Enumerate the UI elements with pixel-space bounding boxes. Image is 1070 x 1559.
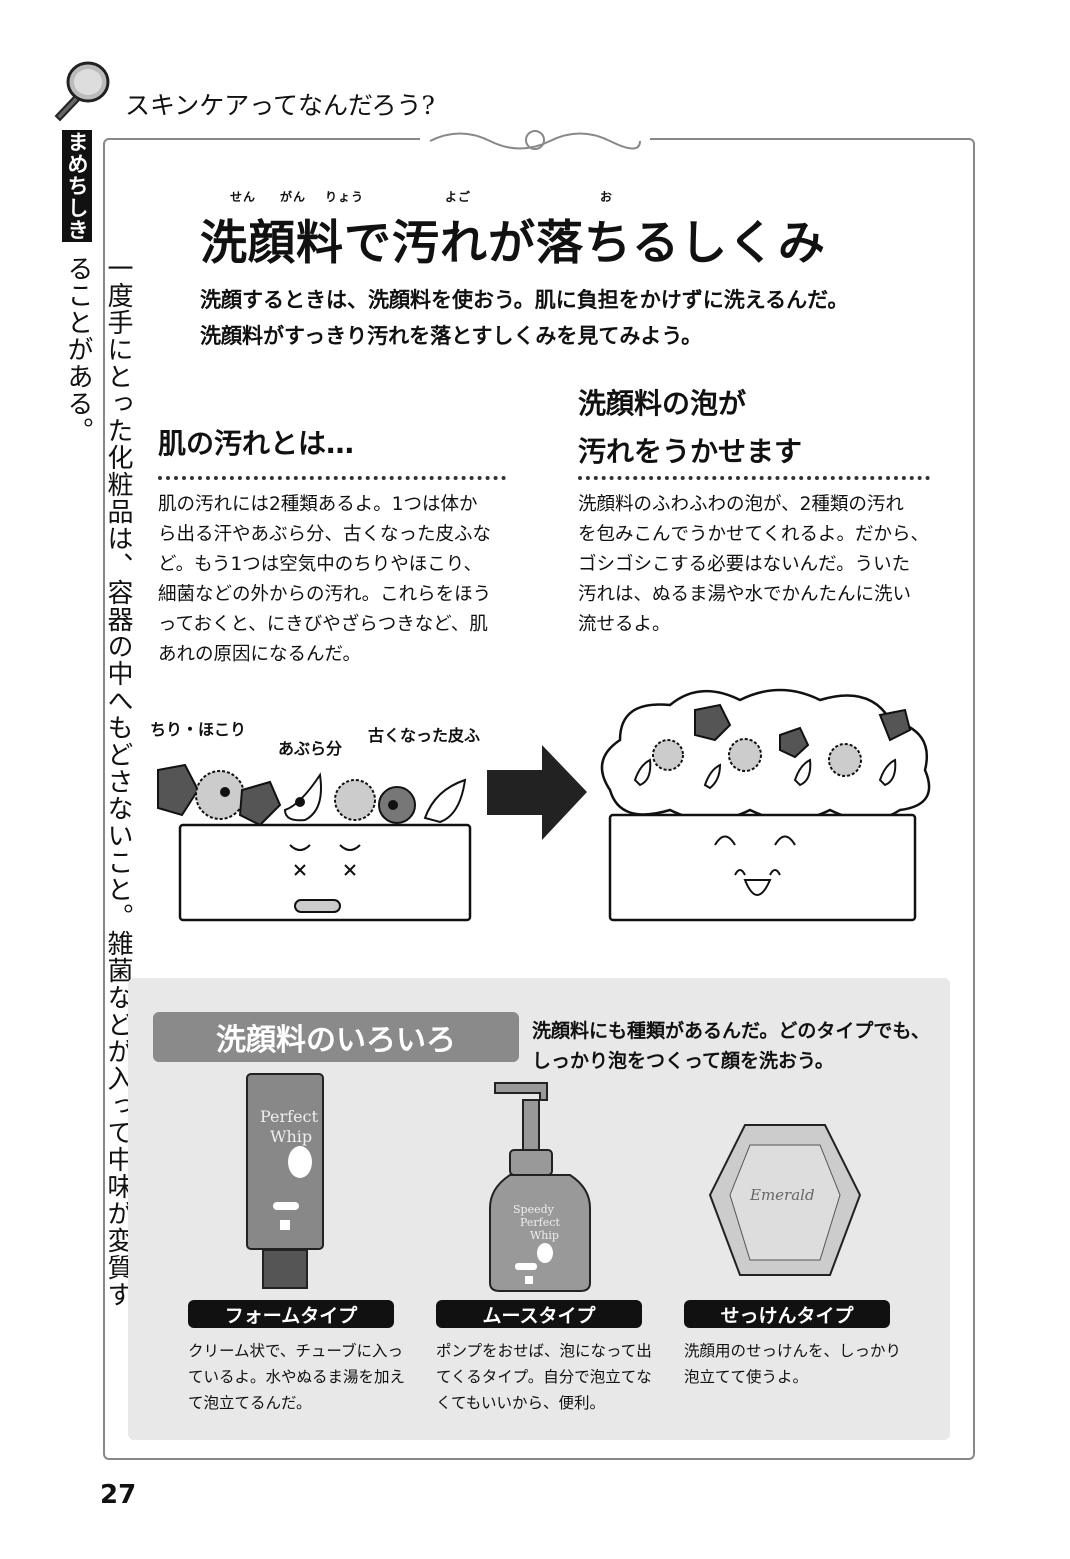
page-title: せん がん りょう よご お 洗顔料で汚れが落ちるしくみ: [200, 188, 826, 273]
label-dust: ちり・ほこり: [150, 720, 247, 739]
body-line: あれの原因になるんだ。: [158, 644, 361, 665]
left-heading: 肌の汚れとは…: [158, 427, 355, 460]
dirty-skin-illustration: [157, 763, 472, 922]
arrow-right-icon: [487, 745, 587, 840]
soap-type-desc: 洗顔用のせっけんを、しっかり泡立てて使うよ。: [684, 1342, 902, 1386]
frame-ornament-icon: [420, 126, 650, 156]
mousse-type-desc: ポンプをおせば、泡になって出てくるタイプ。自分で泡立てなくてもいいから、便利。: [436, 1342, 652, 1412]
soap-type-label: せっけんタイプ: [684, 1300, 890, 1328]
intro-line: 洗顔料がすっきり汚れを落とすしくみを見てみよう。: [200, 324, 703, 348]
foam-tube-illustration: Perfect Whip: [246, 1073, 324, 1289]
clean-skin-illustration: [600, 688, 931, 922]
left-body: 肌の汚れには2種類あるよ。1つは体か ら出る汗やあぶら分、古くなった皮ふな ど。…: [158, 490, 491, 670]
svg-text:Whip: Whip: [530, 1229, 559, 1242]
body-line: ら出る汗やあぶら分、古くなった皮ふな: [158, 524, 492, 545]
svg-text:Whip: Whip: [270, 1127, 312, 1146]
soap-bar-illustration: Emerald: [708, 1124, 862, 1276]
hand-mirror-icon: [54, 61, 110, 122]
right-body: 洗顔料のふわふわの泡が、2種類の汚れ を包みこんでうかせてくれるよ。だから、 ゴ…: [578, 490, 929, 640]
body-line: 細菌などの外からの汚れ。これらをほう: [158, 584, 492, 605]
body-line: 肌の汚れには2種類あるよ。1つは体か: [158, 494, 478, 515]
body-line: 洗顔料のふわふわの泡が、2種類の汚れ: [578, 494, 904, 515]
page-title-text: 洗顔料で汚れが落ちるしくみ: [200, 216, 826, 271]
title-ruby: りょう: [325, 190, 365, 204]
divider: [158, 476, 506, 480]
body-line: ゴシゴシこする必要はないんだ。ういた: [578, 554, 911, 575]
svg-text:Speedy: Speedy: [513, 1203, 555, 1216]
section-title: スキンケアってなんだろう?: [125, 91, 435, 120]
panel-intro: 洗顔料にも種類があるんだ。どのタイプでも、 しっかり泡をつくって顔を洗おう。: [532, 1016, 930, 1076]
title-ruby: お: [600, 190, 614, 204]
mousse-type-label: ムースタイプ: [436, 1300, 642, 1328]
intro: 洗顔するときは、洗顔料を使おう。肌に負担をかけずに洗えるんだ。 洗顔料がすっきり…: [200, 282, 848, 354]
foam-type-desc: クリーム状で、チューブに入っているよ。水やぬるま湯を加えて泡立てるんだ。: [188, 1342, 406, 1412]
intro-line: しっかり泡をつくって顔を洗おう。: [532, 1050, 834, 1072]
body-line: を包みこんでうかせてくれるよ。だから、: [578, 524, 929, 545]
body-line: ど。もう1つは空気中のちりやほこり、: [158, 554, 483, 575]
heading-line: 洗顔料の泡が: [578, 387, 747, 420]
intro-line: 洗顔するときは、洗顔料を使おう。肌に負担をかけずに洗えるんだ。: [200, 288, 849, 312]
title-ruby: せん: [230, 190, 257, 204]
foam-type-label: フォームタイプ: [188, 1300, 394, 1328]
divider: [578, 476, 930, 480]
tip-badge: まめちしき: [62, 130, 92, 242]
mousse-pump-illustration: Speedy Perfect Whip: [489, 1082, 591, 1292]
label-oil: あぶら分: [278, 739, 343, 758]
body-line: 流せるよ。: [578, 614, 671, 635]
right-heading: 洗顔料の泡が 汚れをうかせます: [578, 380, 802, 476]
body-line: っておくと、にきびやざらつきなど、肌: [158, 614, 488, 635]
title-ruby: がん: [280, 190, 307, 204]
body-line: 汚れは、ぬるま湯や水でかんたんに洗い: [578, 584, 912, 605]
title-ruby: よご: [445, 190, 472, 204]
label-old-skin: 古くなった皮ふ: [368, 726, 481, 745]
intro-line: 洗顔料にも種類があるんだ。どのタイプでも、: [532, 1020, 930, 1042]
svg-text:Emerald: Emerald: [749, 1186, 815, 1204]
heading-line: 汚れをうかせます: [578, 435, 803, 468]
svg-text:Perfect: Perfect: [520, 1216, 560, 1229]
page-number: 27: [100, 1480, 137, 1510]
panel-title: 洗顔料のいろいろ: [153, 1012, 519, 1062]
product-name: Perfect: [260, 1107, 319, 1126]
